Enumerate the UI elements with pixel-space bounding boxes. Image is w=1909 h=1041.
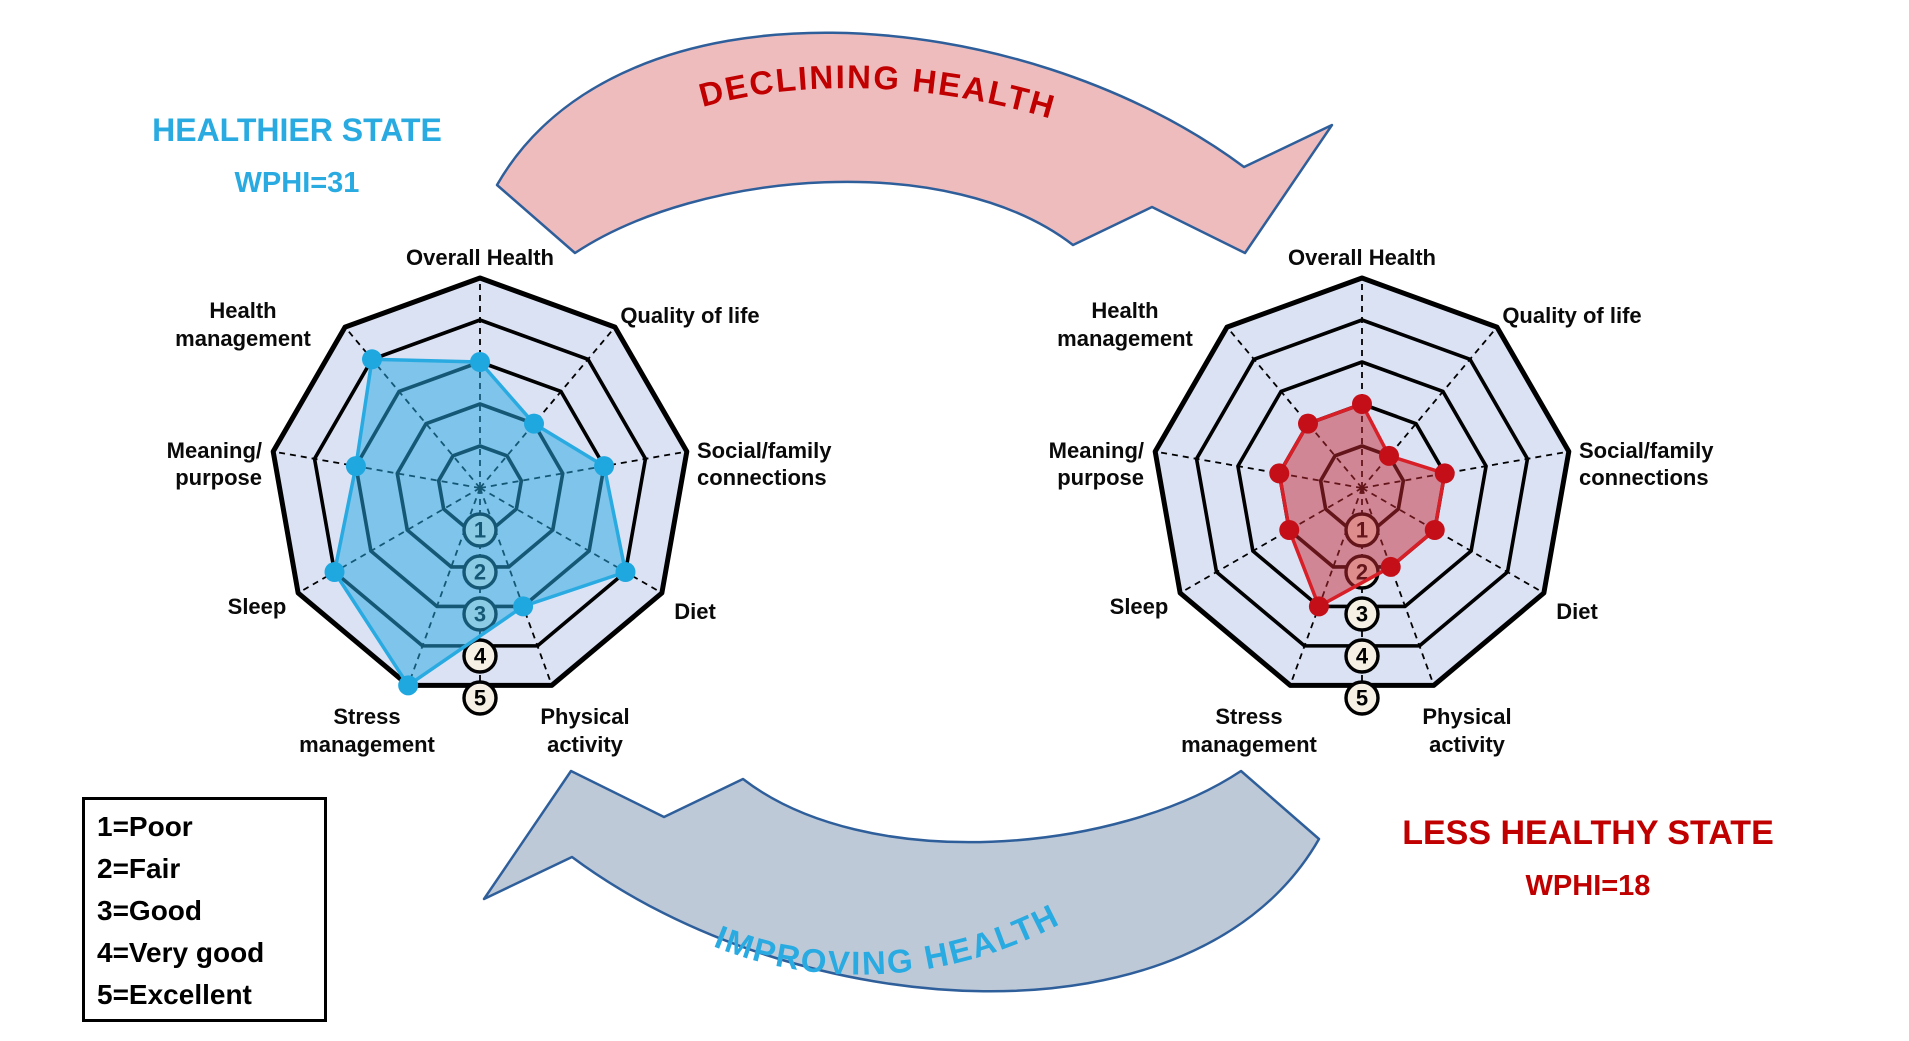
scale-badge-label: 5: [1356, 686, 1368, 711]
scale-badge-3: [1344, 596, 1380, 632]
less-healthy-state-data-point: [1269, 463, 1290, 484]
less-healthy-state-data-point: [1352, 394, 1372, 414]
axis-label: Quality of life: [1502, 303, 1641, 328]
healthier-state-wphi: WPHI=31: [234, 167, 360, 199]
axis-label: management: [175, 326, 311, 351]
scale-badge-label: 4: [474, 644, 487, 669]
healthier-state-data-point: [345, 456, 366, 477]
axis-label: connections: [1579, 465, 1709, 490]
less-healthy-state-data-point: [1380, 556, 1401, 577]
scale-badge-5: [1344, 680, 1380, 716]
less-healthy-state-data-polygon: [1277, 402, 1447, 609]
healthier-state-data-point: [513, 596, 534, 617]
healthier-state-data-point: [398, 675, 419, 696]
axis-label: Physical: [1422, 704, 1511, 729]
healthier-state-title: HEALTHIER STATE WPHI=31: [97, 110, 497, 200]
axis-label: Quality of life: [620, 303, 759, 328]
scale-badge-label: 4: [1356, 644, 1369, 669]
axis-label: Health: [1091, 298, 1158, 323]
scale-badge-5: [462, 680, 498, 716]
axis-label: purpose: [175, 465, 262, 490]
less-healthy-state-data-point: [1424, 520, 1445, 540]
healthier-state-data-point: [470, 352, 490, 372]
healthier-state-data-point: [324, 562, 345, 582]
healthier-state-data-point: [594, 456, 615, 477]
axis-label: management: [299, 732, 435, 757]
axis-label: Sleep: [1110, 594, 1169, 619]
scale-badge-4: [1344, 638, 1380, 674]
legend-item-fair: 2=Fair: [97, 853, 181, 884]
less-healthy-state-data-point: [1378, 445, 1399, 466]
axis-label: Sleep: [228, 594, 287, 619]
axis-label: Overall Health: [406, 245, 554, 270]
axis-label: management: [1181, 732, 1317, 757]
legend-item-good: 3=Good: [97, 895, 203, 926]
axis-label: Stress: [333, 704, 400, 729]
less-healthy-state-data-point: [1434, 463, 1455, 484]
axis-label: Health: [209, 298, 276, 323]
axis-label: Meaning/: [1049, 438, 1144, 463]
axis-label: purpose: [1057, 465, 1144, 490]
axis-label: Overall Health: [1288, 245, 1436, 270]
legend-item-very-good: 4=Very good: [97, 937, 265, 968]
axis-label: Physical: [540, 704, 629, 729]
healthier-state-data-point: [523, 413, 544, 434]
healthier-state-label: HEALTHIER STATE: [152, 112, 442, 148]
axis-label: activity: [1429, 732, 1506, 757]
axis-label: Social/family: [1579, 438, 1714, 463]
scale-badge-label: 5: [474, 686, 486, 711]
less-healthy-state-label: LESS HEALTHY STATE: [1402, 814, 1774, 852]
axis-label: Meaning/: [167, 438, 262, 463]
axis-label: management: [1057, 326, 1193, 351]
axis-label: activity: [547, 732, 624, 757]
legend-item-poor: 1=Poor: [97, 811, 193, 842]
scale-legend: 1=Poor 2=Fair 3=Good 4=Very good 5=Excel…: [82, 797, 327, 1022]
less-healthy-state-data-point: [1308, 596, 1329, 617]
less-healthy-state-data-point: [1298, 413, 1319, 434]
healthier-state-data-point: [615, 562, 636, 582]
axis-label: Diet: [1556, 599, 1598, 624]
less-healthy-state-title: LESS HEALTHY STATE WPHI=18: [1358, 813, 1818, 903]
scale-badge-4: [462, 638, 498, 674]
less-healthy-state-data-point: [1279, 520, 1300, 540]
axis-label: connections: [697, 465, 827, 490]
less-healthy-state-wphi: WPHI=18: [1525, 870, 1651, 902]
healthier-state-data-point: [362, 349, 383, 370]
healthier-state-data-polygon: [332, 357, 628, 688]
scale-badge-label: 3: [1356, 602, 1368, 627]
axis-label: Diet: [674, 599, 716, 624]
axis-label: Social/family: [697, 438, 832, 463]
axis-label: Stress: [1215, 704, 1282, 729]
legend-item-excellent: 5=Excellent: [97, 979, 252, 1010]
